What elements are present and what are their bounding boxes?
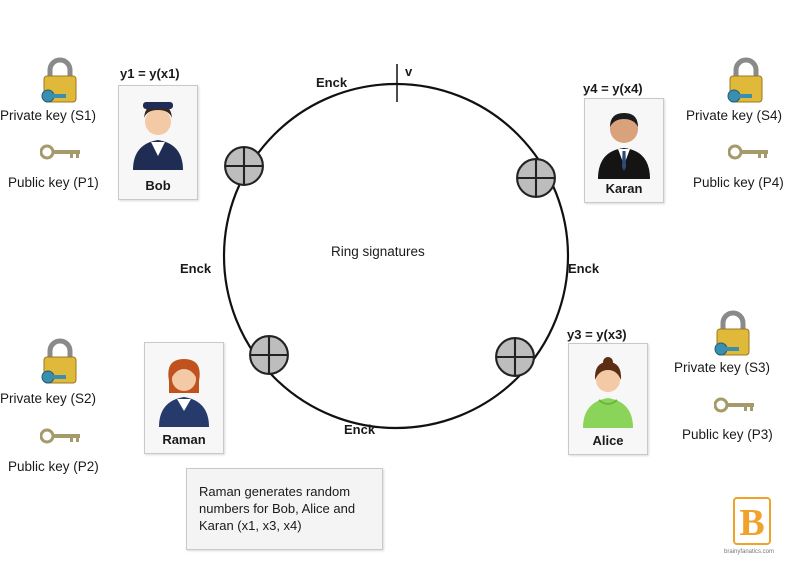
key-icon — [40, 428, 80, 444]
karan-public-key: Public key (P4) — [693, 175, 784, 190]
svg-text:B: B — [739, 502, 764, 544]
bob-name: Bob — [145, 178, 171, 193]
bob-public-key: Public key (P1) — [8, 175, 99, 190]
raman-card: Raman — [144, 342, 224, 454]
bob-card: Bob — [118, 85, 198, 200]
ring-v-label: v — [405, 64, 413, 79]
karan-equation: y4 = y(x4) — [583, 81, 643, 96]
xor-node-top-right — [516, 158, 556, 198]
key-icon — [40, 144, 80, 160]
bob-private-key: Private key (S1) — [0, 108, 97, 123]
raman-avatar-icon — [159, 359, 209, 427]
diagram-title: Ring signatures — [331, 244, 425, 259]
enck-label-top: Enck — [316, 75, 348, 90]
lock-icon — [714, 310, 750, 356]
alice-card: Alice — [568, 343, 648, 455]
raman-private-key: Private key (S2) — [0, 391, 97, 406]
alice-name: Alice — [592, 433, 624, 448]
enck-label-left: Enck — [180, 261, 212, 276]
enck-label-right: Enck — [568, 261, 600, 276]
karan-card: Karan — [584, 98, 664, 203]
xor-node-bottom-right — [495, 337, 535, 377]
bob-avatar-icon — [133, 102, 183, 170]
key-icon — [714, 397, 754, 413]
alice-private-key: Private key (S3) — [674, 360, 771, 375]
key-icon — [728, 144, 768, 160]
brand-logo-icon: B — [733, 497, 771, 545]
ring-circle — [222, 82, 570, 430]
bob-equation: y1 = y(x1) — [120, 66, 180, 81]
karan-private-key: Private key (S4) — [686, 108, 783, 123]
brand-logo: B — [733, 497, 771, 545]
enck-label-bottom: Enck — [344, 422, 376, 437]
lock-icon — [41, 57, 77, 103]
raman-name: Raman — [162, 432, 206, 447]
note-box: Raman generates random numbers for Bob, … — [186, 468, 383, 550]
xor-node-top-left — [224, 146, 264, 186]
alice-avatar-icon — [583, 357, 633, 428]
karan-name: Karan — [605, 181, 643, 196]
lock-icon — [727, 57, 763, 103]
alice-equation: y3 = y(x3) — [567, 327, 627, 342]
alice-public-key: Public key (P3) — [682, 427, 773, 442]
karan-avatar-icon — [598, 113, 650, 179]
logo-caption: brainyfanatics.com — [724, 549, 775, 555]
lock-icon — [41, 338, 77, 384]
raman-public-key: Public key (P2) — [8, 459, 99, 474]
xor-node-bottom-left — [249, 335, 289, 375]
